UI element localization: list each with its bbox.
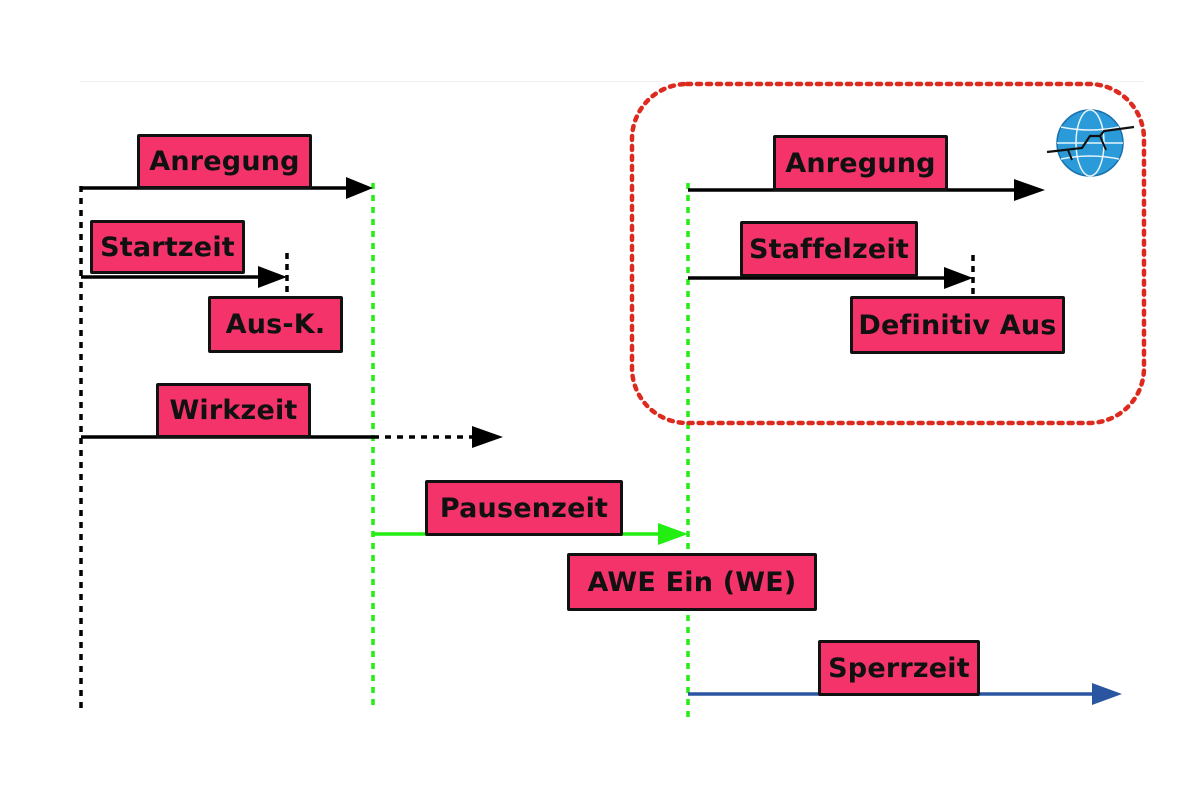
aus-k-label: Aus-K.	[208, 296, 343, 353]
globe-emblem-icon	[1046, 109, 1135, 177]
wirkzeit-arrowhead	[472, 426, 503, 448]
wirkzeit-label: Wirkzeit	[156, 383, 311, 438]
staffelzeit-label: Staffelzeit	[740, 221, 918, 277]
anregung-left-arrowhead	[346, 177, 373, 199]
sperrzeit-label: Sperrzeit	[818, 640, 980, 696]
anregung-left-label: Anregung	[137, 134, 312, 189]
anregung-right-label: Anregung	[773, 135, 948, 191]
startzeit-label: Startzeit	[90, 220, 245, 274]
sperrzeit-arrowhead	[1092, 683, 1122, 705]
pausenzeit-label: Pausenzeit	[425, 480, 623, 536]
pausenzeit-arrowhead	[658, 523, 688, 545]
highlight-box	[629, 81, 1147, 426]
anregung-right-arrowhead	[1014, 179, 1045, 201]
awe-ein-label: AWE Ein (WE)	[567, 553, 817, 611]
startzeit-arrowhead	[258, 266, 287, 288]
staffelzeit-arrowhead	[944, 267, 973, 289]
top-divider	[80, 81, 1145, 82]
definitiv-aus-label: Definitiv Aus	[850, 296, 1065, 354]
